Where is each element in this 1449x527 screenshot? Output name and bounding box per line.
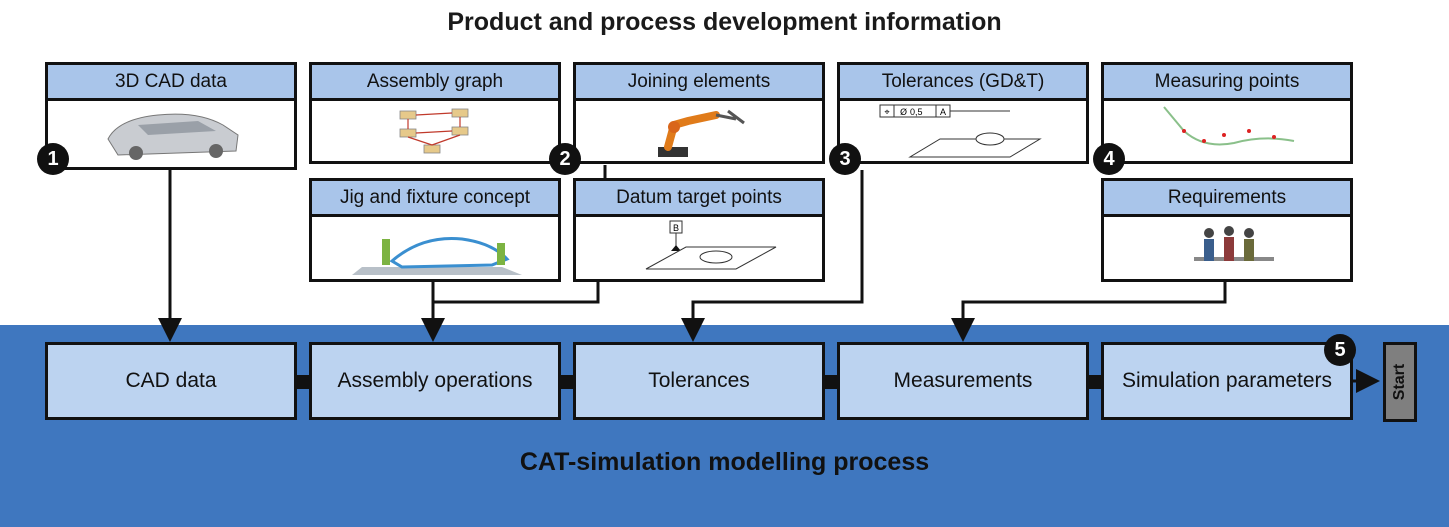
step-assembly-operations: Assembly operations — [309, 342, 561, 420]
source-joining-elements: Joining elements — [573, 62, 825, 164]
assembly-graph-image — [312, 101, 558, 161]
source-header: 3D CAD data — [48, 65, 294, 101]
source-header: Measuring points — [1104, 65, 1350, 101]
badge-4: 4 — [1093, 143, 1125, 175]
step-simulation-parameters: Simulation parameters — [1101, 342, 1353, 420]
badge-1: 1 — [37, 143, 69, 175]
measuring-points-image — [1104, 101, 1350, 161]
datum-label: B — [673, 223, 679, 233]
step-measurements: Measurements — [837, 342, 1089, 420]
people-image — [1104, 217, 1350, 279]
source-header: Datum target points — [576, 181, 822, 217]
svg-text:⌖: ⌖ — [884, 108, 889, 118]
source-header: Tolerances (GD&T) — [840, 65, 1086, 101]
process-title: CAT-simulation modelling process — [519, 448, 930, 476]
source-assembly-graph: Assembly graph — [309, 62, 561, 164]
svg-text:Ø: Ø — [900, 107, 907, 118]
badge-2: 2 — [549, 143, 581, 175]
step-tolerances: Tolerances — [573, 342, 825, 420]
badge-3: 3 — [829, 143, 861, 175]
line-assembly-2 — [433, 282, 600, 304]
tolerance-drawing: ⌖ Ø 0,5 A — [840, 101, 1086, 161]
source-header: Joining elements — [576, 65, 822, 101]
source-datum-target-points: Datum target points B — [573, 178, 825, 282]
start-block: Start — [1383, 342, 1417, 422]
source-measuring-points: Measuring points — [1101, 62, 1353, 164]
tolerance-value: 0,5 — [910, 107, 923, 117]
source-tolerances-gdt: Tolerances (GD&T) ⌖ Ø 0,5 A — [837, 62, 1089, 164]
fixture-image — [312, 217, 558, 279]
source-header: Jig and fixture concept — [312, 181, 558, 217]
step-cad-data: CAD data — [45, 342, 297, 420]
diagram-title: Product and process development informat… — [447, 8, 1002, 36]
source-header: Requirements — [1104, 181, 1350, 217]
robot-image — [576, 101, 822, 161]
start-label: Start — [1391, 363, 1408, 401]
step-connector — [823, 375, 839, 389]
badge-5: 5 — [1324, 334, 1356, 366]
datum-drawing: B — [576, 217, 822, 279]
step-connector — [295, 375, 311, 389]
source-requirements: Requirements — [1101, 178, 1353, 282]
step-connector — [559, 375, 575, 389]
car-body-image — [48, 101, 294, 167]
source-jig-fixture: Jig and fixture concept — [309, 178, 561, 282]
tolerance-ref: A — [940, 107, 946, 117]
step-connector — [1087, 375, 1103, 389]
source-3d-cad-data: 3D CAD data — [45, 62, 297, 170]
source-header: Assembly graph — [312, 65, 558, 101]
